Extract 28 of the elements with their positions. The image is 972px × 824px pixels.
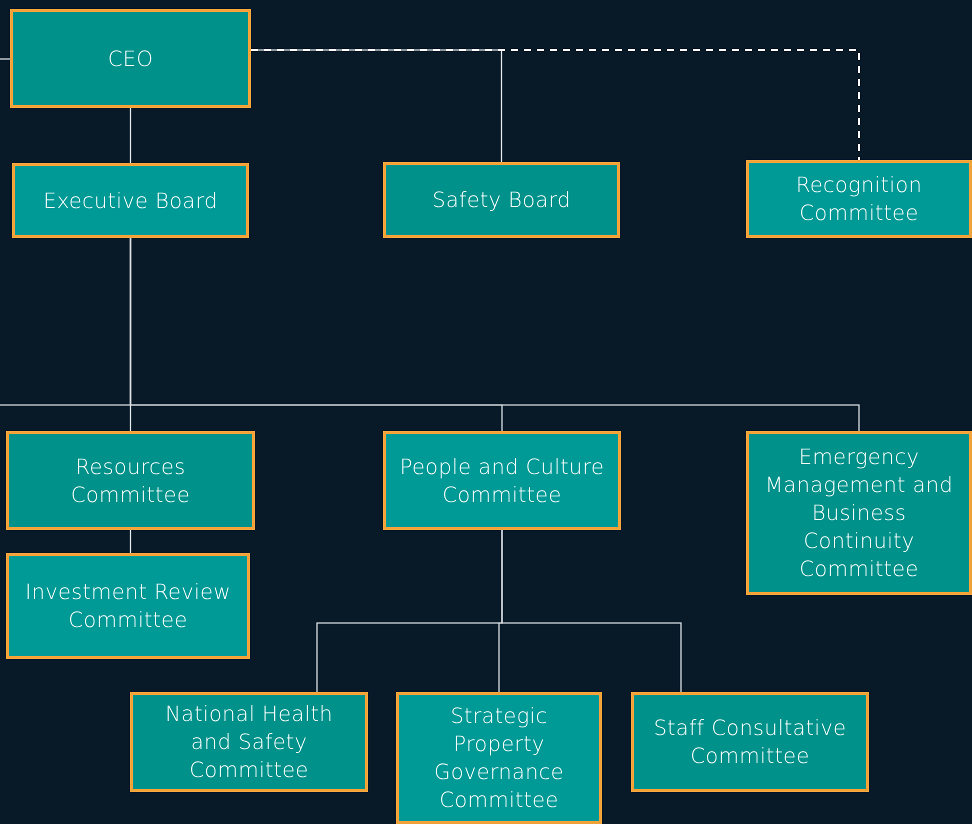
box-label: National Health and Safety Committee <box>164 701 334 784</box>
connector-line <box>130 238 860 431</box>
box-label: People and Culture Committee <box>398 454 606 508</box>
box-label: Executive Board <box>43 188 218 214</box>
box-label: Investment Review Committee <box>24 579 232 634</box>
org-box <box>746 431 972 595</box>
box-label: Resources Committee <box>70 454 192 508</box>
org-box <box>10 9 251 108</box>
org-box <box>383 431 621 530</box>
box-label: Emergency Management and Business Continuity Committee <box>764 444 954 583</box>
box-label: Recognition Committee <box>794 172 924 227</box>
box-label: Strategic Property Governance Committee <box>433 703 565 814</box>
org-box <box>383 162 620 238</box>
org-box <box>631 692 869 792</box>
connector-line <box>0 58 10 60</box>
org-box <box>6 431 255 530</box>
box-label: CEO <box>108 46 154 72</box>
org-box <box>396 692 602 824</box>
box-label: Staff Consultative Committee <box>652 715 848 770</box>
connector-line <box>251 49 860 160</box>
connector-line <box>130 108 132 163</box>
org-box <box>12 163 249 238</box>
org-box <box>746 160 972 238</box>
org-box <box>130 692 368 792</box>
connector-line <box>501 530 682 692</box>
box-label: Safety Board <box>432 187 571 214</box>
connector-line <box>130 530 132 553</box>
org-box <box>6 553 250 659</box>
